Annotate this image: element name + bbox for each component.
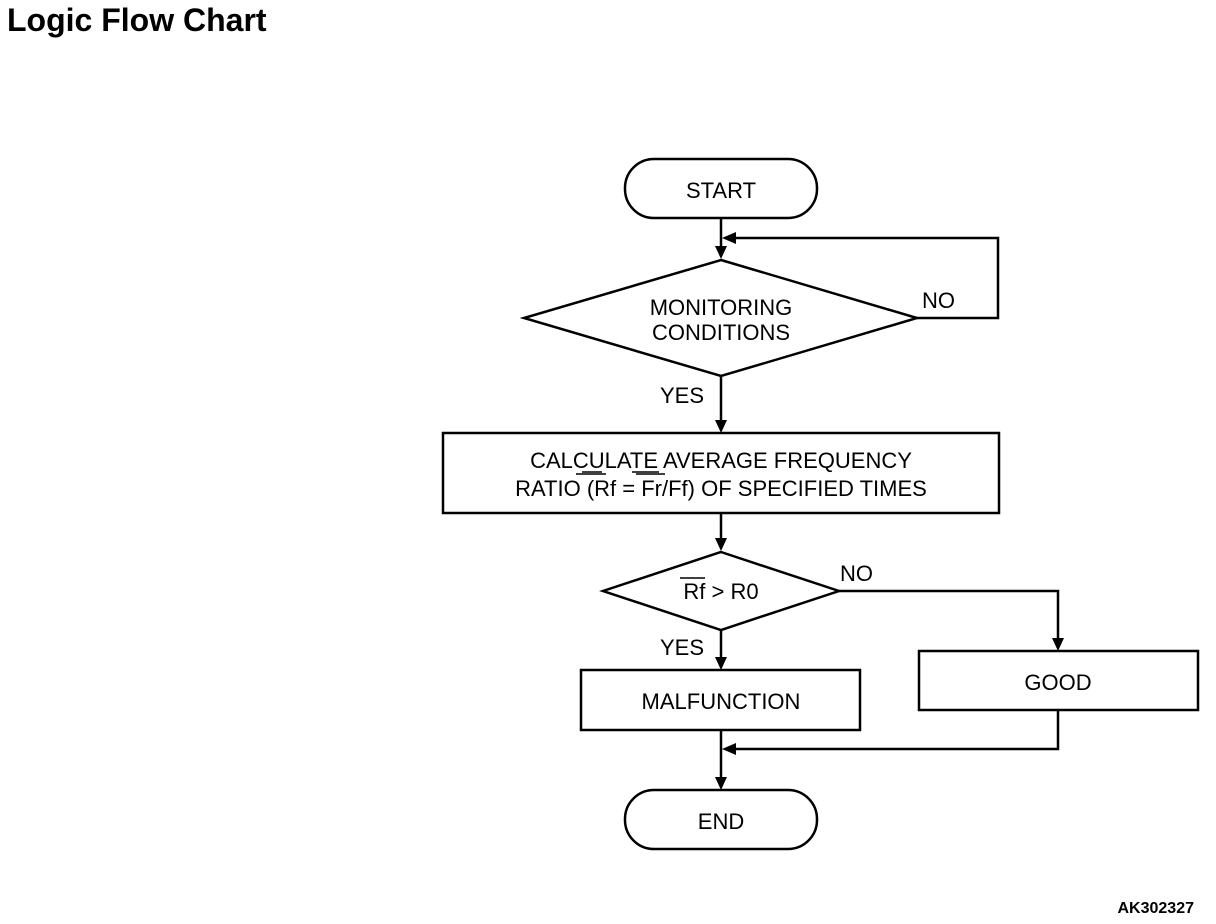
monitoring-conditions-decision: MONITORING CONDITIONS [519,258,922,378]
calc-label-line1: CALCULATE AVERAGE FREQUENCY [530,448,912,473]
malfunction-process: MALFUNCTION [579,668,862,732]
start-label: START [686,178,756,203]
monitoring-no-label: NO [922,288,955,313]
arrowhead [715,777,727,790]
arrowhead [715,246,727,259]
end-label: END [698,809,744,834]
edge-good-to-end [734,710,1060,751]
compare-decision: Rf > R0 [599,550,843,632]
arrowhead [715,657,727,670]
monitoring-label-line2: CONDITIONS [652,320,790,345]
arrowhead [1052,638,1064,651]
arrowhead [715,538,727,551]
monitoring-yes-label: YES [660,383,704,408]
monitoring-label-line1: MONITORING [650,295,793,320]
figure-id: AK302327 [1117,900,1195,917]
arrowhead [722,232,736,244]
compare-yes-label: YES [660,635,704,660]
compare-no-label: NO [840,561,873,586]
edge-compare-no [839,589,1060,640]
calculate-process: CALCULATE AVERAGE FREQUENCY RATIO (Rf = … [441,431,1001,515]
good-label: GOOD [1024,670,1091,695]
page-title: Logic Flow Chart [7,2,267,38]
malfunction-label: MALFUNCTION [642,689,801,714]
start-node: START [623,157,819,220]
arrowhead [715,420,727,433]
arrowhead [722,743,736,755]
end-node: END [623,788,819,851]
calc-label-line2: RATIO (Rf = Fr/Ff) OF SPECIFIED TIMES [515,476,927,501]
compare-label: Rf > R0 [683,579,758,604]
good-process: GOOD [917,649,1200,712]
edge-monitoring-no-loop [734,236,1000,320]
